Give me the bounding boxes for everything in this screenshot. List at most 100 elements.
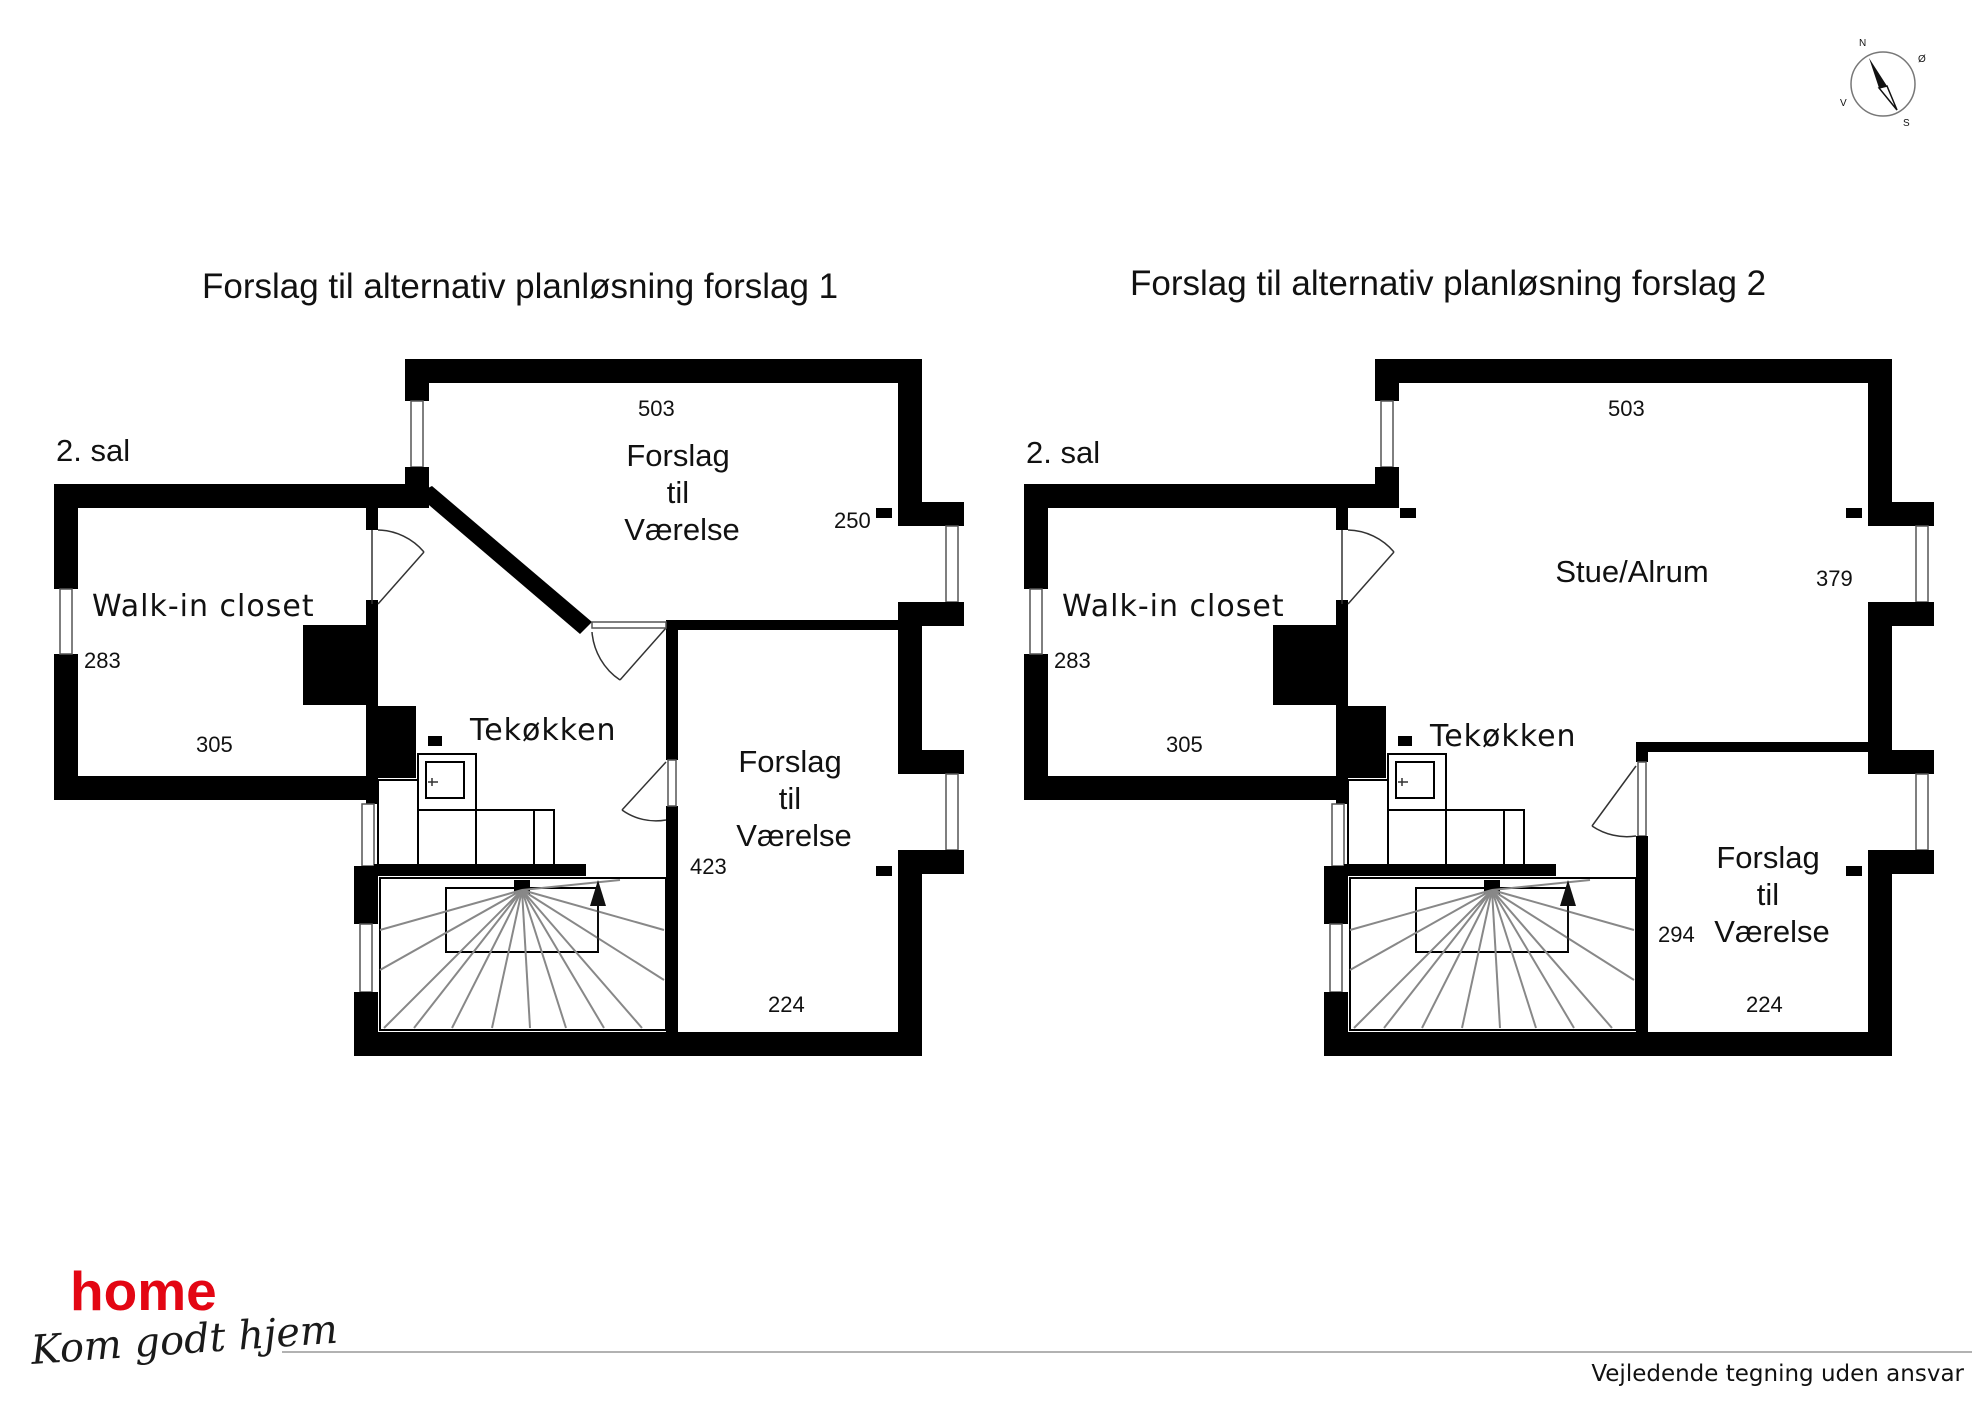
wall-kitchen-bump (366, 706, 416, 778)
wall-walkin-right-stub (1336, 508, 1348, 530)
wall-walkin-right-stub (366, 508, 378, 530)
room-label-top-3: Værelse (624, 512, 739, 547)
room-label-top-1: Forslag (626, 438, 729, 473)
window-kitchen (1331, 803, 1345, 867)
room-label-top-2: til (667, 475, 689, 510)
room-label-living: Stue/Alrum (1555, 554, 1708, 589)
kitchen-counter (1347, 753, 1525, 867)
room-label-kitchen: Tekøkken (1429, 719, 1577, 754)
wall-room-right-left-upper (1636, 742, 1648, 762)
door-frame-room-right (1637, 761, 1647, 837)
window-right-lower (945, 773, 959, 851)
room-label-right-1: Forslag (1716, 840, 1819, 875)
wall-walkin-left-upper (54, 484, 78, 589)
room-label-right-3: Værelse (1714, 914, 1829, 949)
plan-title: Forslag til alternativ planløsning forsl… (202, 267, 838, 306)
wall-top-right (1868, 359, 1892, 517)
wall-top-left-lower (1375, 467, 1399, 508)
room-label-walk-in: Walk-in closet (1062, 589, 1285, 624)
wall-walkin-left-lower (1024, 654, 1048, 800)
room-label-right-2: til (779, 781, 801, 816)
window-right-lower (1915, 773, 1929, 851)
wall-walkin-left-lower (54, 654, 78, 800)
chimney-block (1273, 625, 1348, 705)
compass-needle-tail (1877, 85, 1898, 111)
room-label-right-1: Forslag (738, 744, 841, 779)
chimney-block (303, 625, 378, 705)
wall-room-right-left-lower (666, 806, 678, 1038)
wall-room-right-left-lower (1636, 836, 1648, 1038)
door-right-room (1591, 765, 1637, 838)
wall-top (405, 359, 922, 383)
door-walkin (371, 529, 425, 605)
stair-arrow-icon (590, 880, 606, 906)
wall-walkin-left-upper (1024, 484, 1048, 589)
sink-icon (428, 778, 438, 786)
wall-room-right-small (1846, 866, 1862, 876)
wall-top-small (1846, 508, 1862, 518)
footer-disclaimer: Vejledende tegning uden ansvar (1591, 1361, 1964, 1387)
dim-room-right-width: 224 (768, 992, 805, 1017)
home-logo: home Kom godt hjem (28, 1260, 339, 1374)
door-top-room (591, 625, 667, 681)
dim-top: 503 (638, 396, 675, 421)
wall-kitchen-bump (1336, 706, 1386, 778)
wall-right-mid-lower (898, 750, 964, 774)
dim-walkin-height: 283 (84, 648, 121, 673)
compass-north: N (1859, 38, 1866, 49)
compass: N Ø S V (1840, 38, 1926, 129)
window-right-upper (945, 525, 959, 603)
plan-title: Forslag til alternativ planløsning forsl… (1130, 264, 1766, 303)
wall-top-right-jog (1868, 502, 1934, 526)
wall-walkin-top (1024, 484, 1394, 508)
floor-label: 2. sal (56, 433, 130, 468)
window-stair (359, 923, 373, 993)
wall-top-right-jog (898, 502, 964, 526)
dim-room-right-height: 294 (1658, 922, 1695, 947)
compass-east: Ø (1918, 54, 1926, 65)
staircase (1349, 877, 1637, 1031)
window-walkin (59, 588, 73, 655)
wall-top-left-upper (405, 359, 429, 401)
room-label-kitchen: Tekøkken (469, 713, 617, 748)
sink-icon (1398, 778, 1408, 786)
window-right-upper (1915, 525, 1929, 603)
wall-right-lower (1868, 850, 1892, 1056)
floor-label: 2. sal (1026, 435, 1100, 470)
dim-top: 503 (1608, 396, 1645, 421)
dim-walkin-width: 305 (196, 732, 233, 757)
door-frame-room-right (667, 759, 677, 807)
wall-mid-horizontal (1636, 742, 1872, 752)
dim-walkin-height: 283 (1054, 648, 1091, 673)
room-label-walk-in: Walk-in closet (92, 589, 315, 624)
window-kitchen (361, 803, 375, 867)
room-label-right-2: til (1757, 877, 1779, 912)
window-stair (1329, 923, 1343, 993)
wall-walkin-top (54, 484, 424, 508)
wall-right-lower (898, 850, 922, 1056)
wall-right-mid-lower (1868, 750, 1934, 774)
wall-diagonal (416, 486, 592, 634)
dim-walkin-width: 305 (1166, 732, 1203, 757)
door-frame-top (591, 621, 667, 629)
wall-walkin-bottom (1024, 776, 1348, 800)
wall-kitchen-left-lower (366, 778, 378, 804)
wall-right-mid (898, 602, 922, 772)
compass-west: V (1840, 98, 1847, 109)
compass-south: S (1903, 118, 1910, 129)
dim-top-right: 250 (834, 508, 871, 533)
dim-room-right-width: 224 (1746, 992, 1783, 1017)
dim-room-right-height: 423 (690, 854, 727, 879)
wall-bottom (354, 1032, 922, 1056)
kitchen-counter (377, 753, 555, 867)
wall-walkin-bottom (54, 776, 378, 800)
door-right-room (621, 761, 667, 822)
logo-brand: home (70, 1260, 217, 1322)
wall-mid-horizontal (666, 620, 902, 630)
wall-top-left-upper (1375, 359, 1399, 401)
staircase (379, 877, 667, 1031)
window-top-left (410, 400, 424, 468)
wall-room-right-left (666, 620, 678, 760)
plan-2: Forslag til alternativ planløsning forsl… (1024, 264, 1934, 1056)
kitchen-small (1398, 736, 1412, 746)
